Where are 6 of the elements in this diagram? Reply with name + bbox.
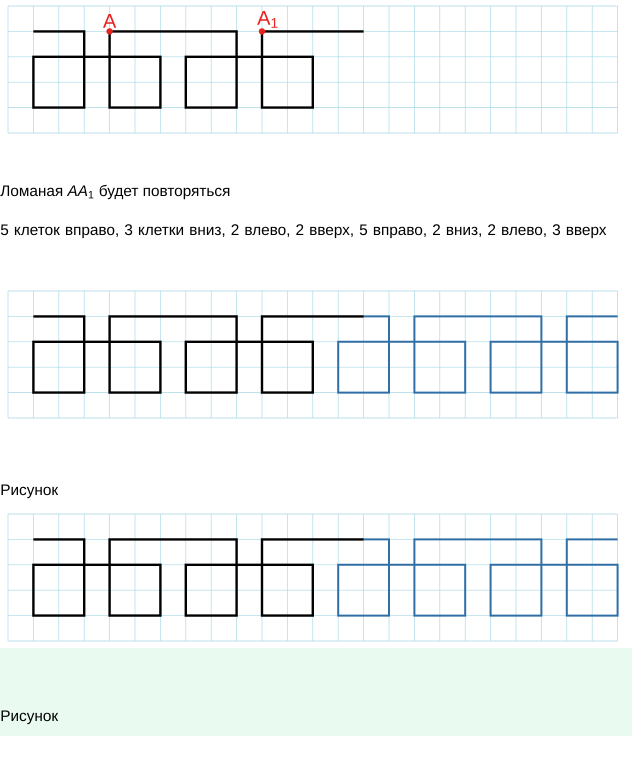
- point-label: A$_{1}$: [257, 10, 278, 28]
- point-label: A: [102, 14, 116, 28]
- text-line: Ломаная AA$_{1}$ будет повторяться: [0, 184, 230, 200]
- caption-text: Рисунок: [2, 484, 58, 498]
- text-paragraph: 5 клеток вправо, 3 клетки вниз, 2 влево, 2 вверх, 5 вправо, 2 вниз, 2 влево, 3 вверх: [0, 224, 606, 238]
- caption-panel: Рисунок: [0, 648, 632, 736]
